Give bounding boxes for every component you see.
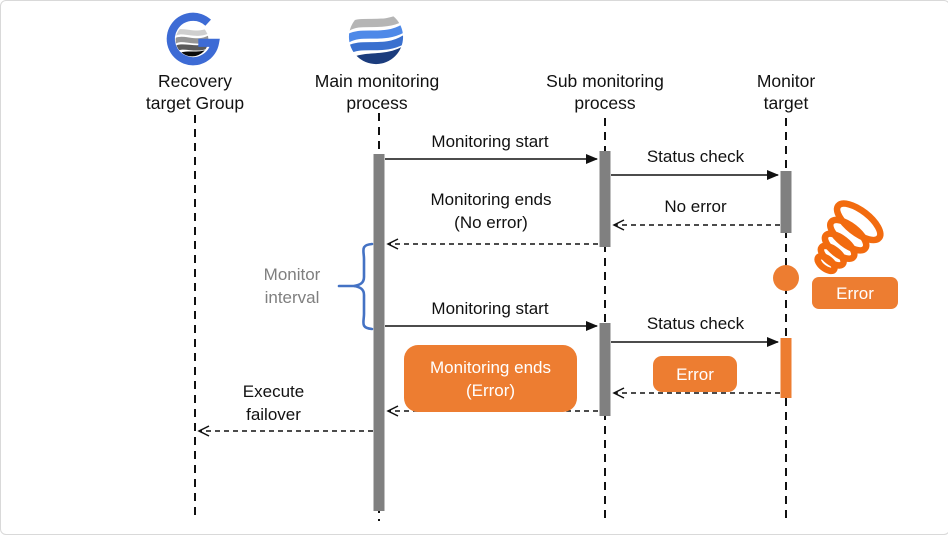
msg-label-monitoring-start-2: Monitoring start <box>431 299 549 318</box>
error-dot <box>773 265 799 291</box>
activation-sub-1 <box>599 151 611 247</box>
wave-globe-icon <box>348 9 404 65</box>
msg-label-execute-failover: Execute failover <box>242 382 305 424</box>
msg-label-monitoring-ends-ok: Monitoring ends (No error) <box>430 190 552 232</box>
actor-label-recovery-target-group: Recovery target Group <box>145 71 245 113</box>
msg-label-no-error: No error <box>664 197 727 216</box>
msg-label-status-check-2: Status check <box>646 314 745 333</box>
activation-sub-2 <box>599 323 611 416</box>
activation-target-2 <box>780 338 792 398</box>
activation-target-1 <box>780 171 792 233</box>
badge-error-event: Error <box>812 277 898 309</box>
spring-scribble-icon <box>814 200 884 275</box>
globe-g-icon <box>166 12 220 66</box>
badge-error-return: Error <box>653 356 737 392</box>
actor-label-sub-monitoring-process: Sub monitoring process <box>546 71 664 113</box>
msg-label-status-check-1: Status check <box>646 147 745 166</box>
monitor-interval-brace <box>337 242 374 331</box>
msg-label-monitoring-start-1: Monitoring start <box>431 132 549 151</box>
activation-main <box>373 154 385 511</box>
monitor-interval-label: Monitor interval <box>263 265 321 307</box>
badge-monitoring-ends-error: Monitoring ends (Error) <box>404 345 577 412</box>
actor-label-main-monitoring-process: Main monitoring process <box>314 71 440 113</box>
actor-label-monitor-target: Monitor target <box>756 71 816 113</box>
